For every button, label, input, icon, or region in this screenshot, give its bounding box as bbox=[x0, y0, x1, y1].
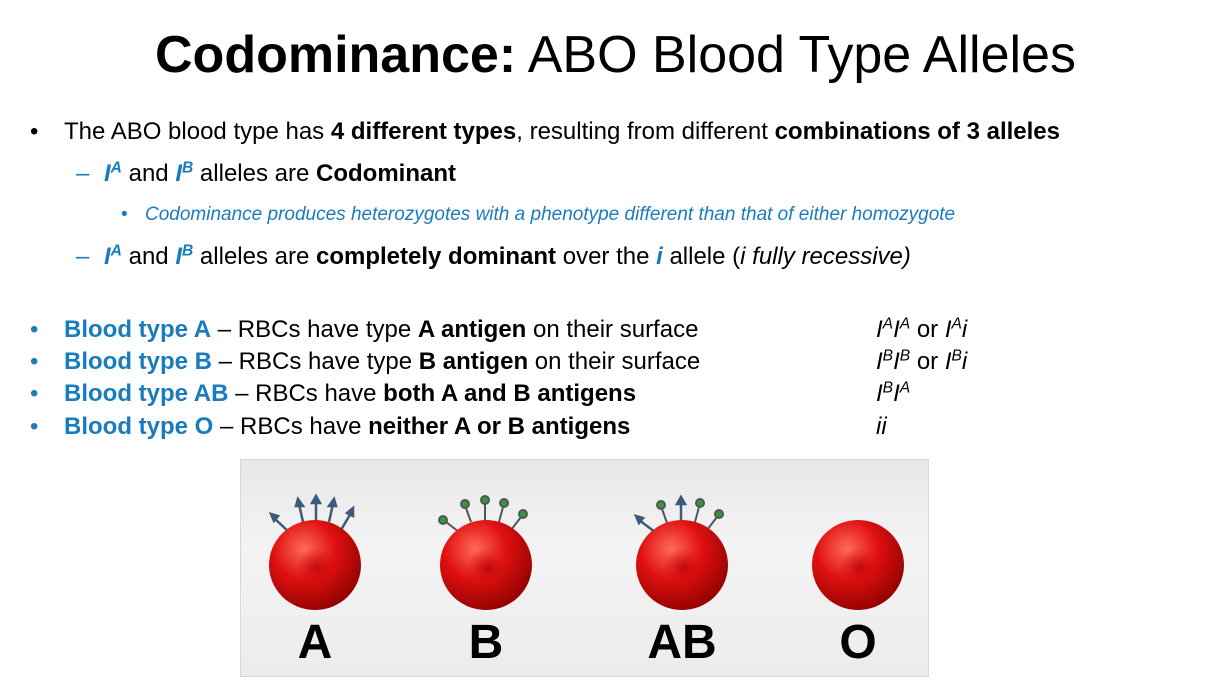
bullet-dot: • bbox=[30, 316, 39, 343]
small-bullet: • bbox=[121, 204, 128, 225]
genotype-o: ii bbox=[876, 413, 887, 440]
genotype-a: IAIA or IAi bbox=[876, 315, 968, 343]
dominant-line: IA and IB alleles are completely dominan… bbox=[104, 242, 911, 270]
bullet-dot: • bbox=[30, 118, 39, 145]
rbc-cell-o bbox=[812, 520, 904, 610]
cell-label-b: B bbox=[468, 616, 504, 669]
rbc-cell-b bbox=[438, 495, 532, 610]
bullet-dot: • bbox=[30, 413, 39, 440]
title-rest: ABO Blood Type Alleles bbox=[516, 26, 1076, 84]
rbc-cell-ab bbox=[633, 494, 728, 610]
genotype-b: IBIB or IBi bbox=[876, 347, 968, 375]
rbc-cell-a bbox=[268, 493, 361, 610]
cell-label-o: O bbox=[839, 616, 877, 669]
blood-type-o-line: Blood type O – RBCs have neither A or B … bbox=[64, 413, 631, 440]
codominant-line: IA and IB alleles are Codominant bbox=[104, 159, 456, 187]
blood-type-b-line: Blood type B – RBCs have type B antigen … bbox=[64, 348, 701, 375]
rbc-illustration: A B AB O bbox=[240, 459, 929, 677]
blood-type-a-line: Blood type A – RBCs have type A antigen … bbox=[64, 316, 699, 343]
cell-label-a: A bbox=[297, 616, 333, 669]
dash-bullet: – bbox=[76, 243, 90, 270]
genotype-ab: IBIA bbox=[876, 379, 911, 407]
slide-title: Codominance: ABO Blood Type Alleles bbox=[0, 20, 1231, 90]
cell-label-ab: AB bbox=[647, 616, 717, 669]
bullet-dot: • bbox=[30, 380, 39, 407]
rbc-svg bbox=[268, 493, 904, 610]
intro-line: The ABO blood type has 4 different types… bbox=[64, 118, 1060, 145]
codominance-note: Codominance produces heterozygotes with … bbox=[145, 204, 956, 225]
blood-type-ab-line: Blood type AB – RBCs have both A and B a… bbox=[64, 380, 637, 407]
dash-bullet: – bbox=[76, 160, 90, 187]
title-bold: Codominance: bbox=[155, 26, 517, 84]
bullet-dot: • bbox=[30, 348, 39, 375]
